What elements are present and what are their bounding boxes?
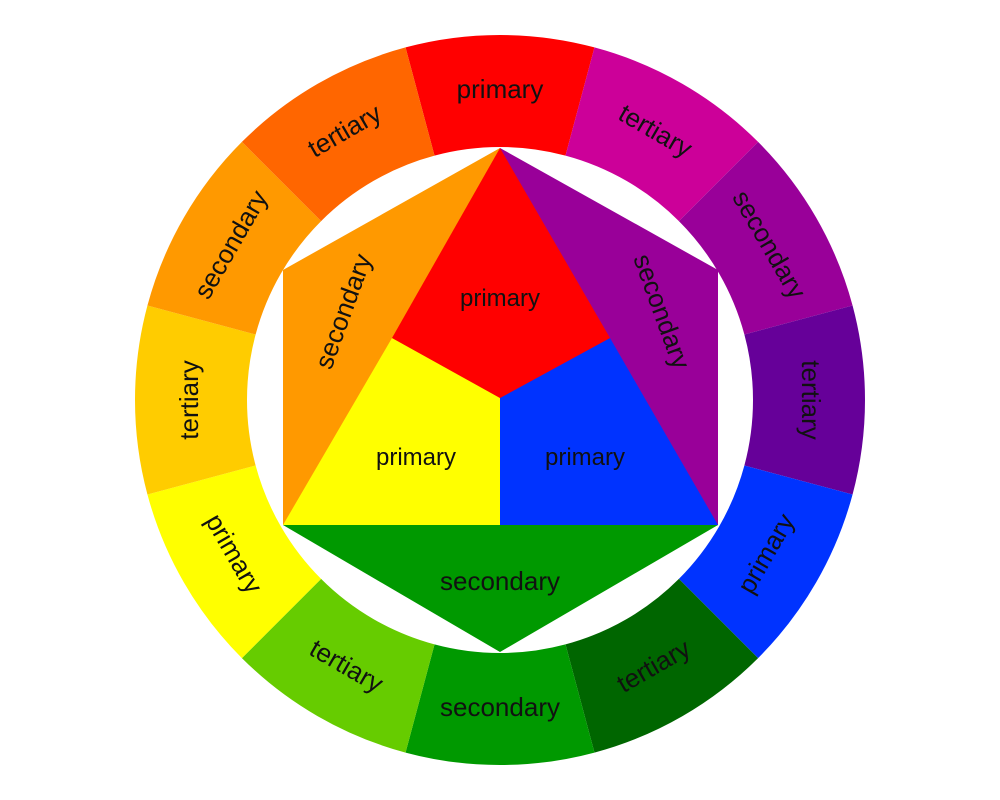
ring-label-1: primary (457, 74, 544, 104)
ring-segment-6 (565, 578, 759, 753)
ring-segment-4 (744, 305, 865, 495)
secondary-green-label: secondary (440, 566, 560, 596)
primary-red-label: primary (460, 285, 540, 312)
ring-segment-10 (135, 305, 256, 495)
ring-segment-8 (241, 578, 435, 753)
ring-segment-3 (678, 141, 853, 335)
ring-segment-12 (241, 47, 435, 222)
primary-yellow-region (283, 338, 500, 525)
ring-label-4: tertiary (796, 360, 826, 439)
primary-yellow-label: primary (376, 444, 456, 471)
secondary-green-region (283, 525, 718, 652)
inner-hexagon: primary primary primary secondary second… (283, 148, 718, 652)
ring-segment-5 (678, 465, 853, 659)
ring-label-7: secondary (440, 692, 560, 722)
ring-segment-2 (565, 47, 759, 222)
ring-segment-11 (147, 141, 322, 335)
outer-ring: primarytertiarysecondarytertiaryprimaryt… (135, 35, 865, 765)
primary-blue-label: primary (545, 444, 625, 471)
primary-blue-region (500, 338, 718, 525)
ring-segment-1 (405, 35, 595, 156)
ring-segment-7 (405, 644, 595, 765)
primary-red-region (392, 148, 610, 398)
ring-segment-9 (147, 465, 322, 659)
ring-label-10: tertiary (174, 360, 204, 439)
